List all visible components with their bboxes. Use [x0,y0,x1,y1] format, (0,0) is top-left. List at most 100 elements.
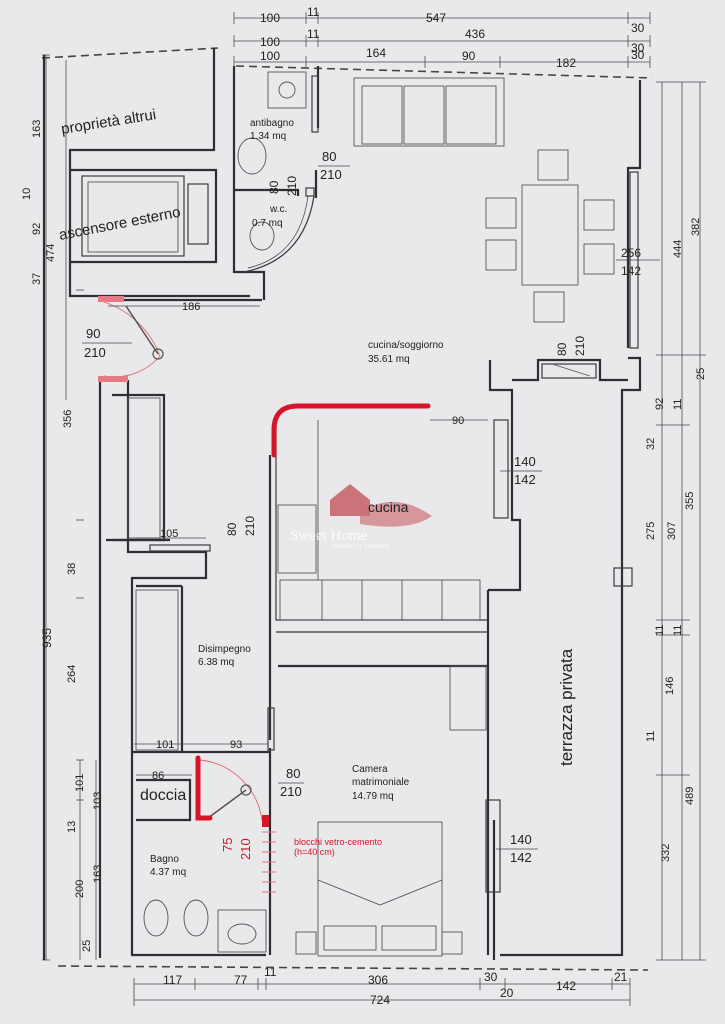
watermark-brand: Sweet Home [290,528,367,544]
label-antibagno: antibagno [250,118,294,129]
dim-top-547: 547 [426,11,446,25]
dim-bottom-30: 30 [484,970,498,984]
dim-top-164: 164 [366,46,386,60]
door-antibagno-leaf [311,75,319,133]
dim-top-436: 436 [465,27,485,41]
door-disimpegno-width: 80 [225,522,239,536]
win-cucina-height: 142 [514,472,536,487]
corridor-cabinet [135,589,179,751]
dim-bottom-21: 21 [614,970,628,984]
label-bagno-area: 4.37 mq [150,867,186,878]
dim-bottom-77: 77 [234,973,248,987]
wardrobe-cell [449,665,487,731]
door-ingresso-frame [98,296,124,302]
red-shower-wall [195,755,213,821]
dim-left-37: 37 [31,273,43,285]
door-bagno-swing [199,759,263,821]
door-disimpegno-leaf [149,544,211,552]
dim-left-10: 10 [21,188,33,200]
sink [237,137,267,175]
door-ingresso-height: 210 [84,345,106,360]
kitchen-counter [279,579,481,621]
dim-top-100-c: 100 [260,49,280,63]
doors [98,75,597,821]
window-soggiorno [629,171,639,349]
dim-bottom-306: 306 [368,973,388,987]
label-blocchi-vetro: blocchi vetro-cemento [294,837,382,847]
dim-top-30-a: 30 [631,21,645,35]
dim-left-101: 101 [74,774,86,792]
label-blocchi-height: (h=40 cm) [294,847,335,857]
bath-sink [217,909,267,953]
label-proprieta-altrui: proprietà altrui [60,106,157,138]
dim-left-935: 935 [40,628,54,648]
dim-left-163: 163 [31,120,43,138]
label-cucina: cucina [368,499,409,515]
dim-right-489: 489 [684,787,696,805]
watermark-tagline: PROPERTY FINDING [330,544,389,550]
label-soggiorno-area: 35.61 mq [368,354,410,365]
dim-bottom-117: 117 [163,973,182,987]
dim-right-146: 146 [664,677,676,695]
dim-top-11-a: 11 [307,5,320,19]
double-bed [295,821,463,957]
label-doccia: doccia [140,787,186,804]
dim-right-332: 332 [660,844,672,862]
apartment-walls [98,66,642,960]
dim-right-275: 275 [645,522,657,540]
door-camera-leaf [267,707,275,751]
win-cucina-width: 140 [514,454,536,469]
dim-right-307: 307 [666,522,678,540]
label-wc: w.c. [269,204,287,215]
door-wc-width: 80 [267,180,281,194]
win-soggiorno-height: 142 [621,264,641,278]
dim-right-11-c: 11 [672,625,684,636]
dim-top-100-b: 100 [260,35,280,49]
dim-bottom-11: 11 [264,965,277,979]
dim-left-103: 103 [92,792,104,810]
dim-right-355: 355 [684,492,696,510]
dim-internal-90: 90 [452,415,464,427]
dim-right-11-d: 11 [645,731,657,742]
door-bagno-width: 75 [220,838,235,852]
label-camera-area: 14.79 mq [352,791,394,802]
dim-bottom-142: 142 [556,979,576,993]
dim-internal-186: 186 [182,301,200,313]
dim-internal-101: 101 [156,739,174,751]
property-boundary-dashes [41,47,653,971]
dim-left-92: 92 [31,223,43,235]
bidet [143,899,169,937]
door-ingresso-swing [103,301,161,378]
dim-right-11-a: 11 [672,399,684,410]
win-camera-width: 140 [510,832,532,847]
door-wc-height: 210 [285,176,299,196]
door-camera-width: 80 [286,766,300,781]
window-cucina [493,419,509,519]
dim-internal-105: 105 [160,528,178,540]
toilet-wc [249,221,275,251]
dim-right-92: 92 [654,398,666,410]
right-dimension-lines [616,81,706,961]
dim-top-30-c: 30 [631,48,645,62]
dim-right-32: 32 [645,438,657,450]
label-antibagno-area: 1.34 mq [250,131,286,142]
dim-left-474: 474 [45,244,57,262]
dim-right-25: 25 [695,368,707,380]
window-camera [485,799,501,893]
dim-right-382: 382 [690,218,702,236]
win-soggiorno-width: 256 [621,246,641,260]
dim-right-444: 444 [672,240,684,258]
dim-internal-86: 86 [152,770,164,782]
label-ascensore-esterno: ascensore esterno [58,204,182,244]
label-terrazza-privata: terrazza privata [557,648,576,766]
dim-top-30-b: 30 [631,41,645,55]
dim-top-90: 90 [462,49,476,63]
door-ingresso-width: 90 [86,326,100,341]
toilet-bagno [183,899,209,937]
dim-left-163-b: 163 [92,865,104,883]
hall-cabinet [127,397,161,539]
dim-right-11-b: 11 [654,625,666,636]
label-camera: Camera [352,764,388,775]
dim-bottom-724: 724 [370,993,390,1007]
door-wc-leaf [305,187,315,197]
